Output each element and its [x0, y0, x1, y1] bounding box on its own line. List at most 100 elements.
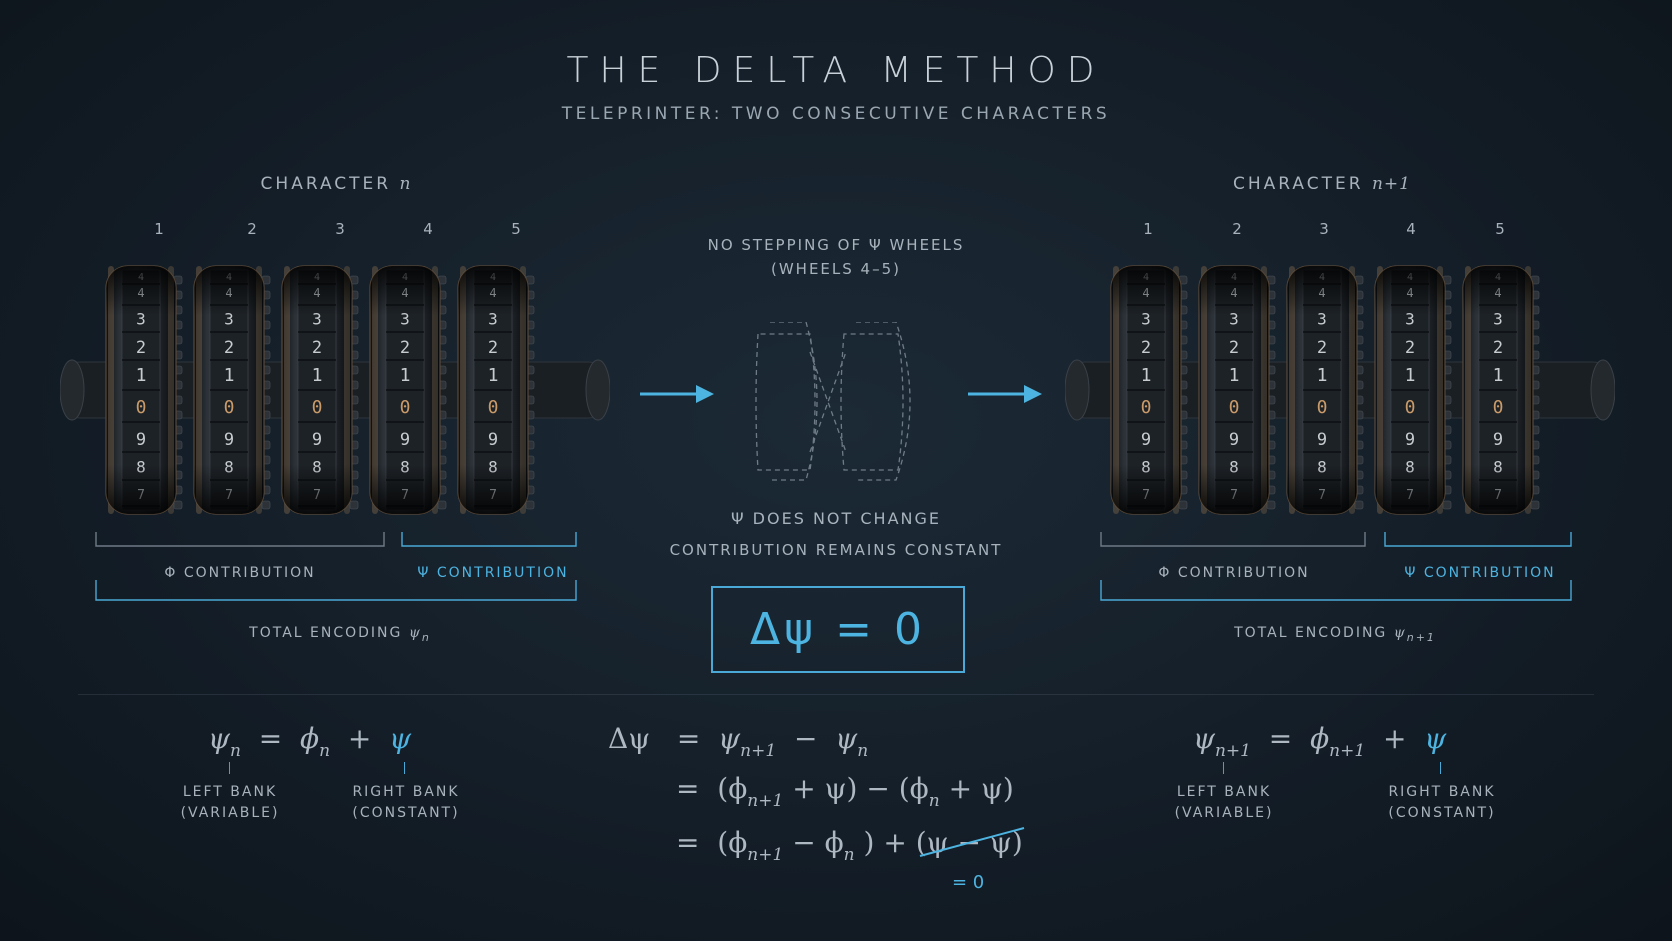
- left-heading-text: CHARACTER: [260, 174, 392, 194]
- cipher-wheel: 443210987: [1198, 265, 1276, 515]
- label-line: LEFT BANK: [182, 784, 278, 800]
- left-total-sub: n: [421, 630, 431, 644]
- wheel-number-3: 3: [335, 220, 345, 238]
- left-psi-contribution: Ψ CONTRIBUTION: [417, 565, 569, 581]
- eq-sub: n+1: [740, 741, 777, 761]
- right-heading-text: CHARACTER: [1233, 174, 1364, 194]
- center-equation-line-2: = (ϕn+1 + ψ) − (ϕn + ψ): [676, 772, 1014, 811]
- right-equation: ψn+1 = ϕn+1 + ψ: [1193, 722, 1446, 761]
- left-tick: [1223, 762, 1224, 774]
- eq-term: ) +: [863, 826, 907, 859]
- right-bank-constant-label: RIGHT BANK (CONSTANT): [1372, 782, 1512, 824]
- cipher-wheel: 443210987: [369, 265, 447, 515]
- eq-term: (ϕ: [717, 772, 748, 805]
- right-wheel-bank: 4432109874432109874432109874432109874432…: [1065, 265, 1615, 515]
- wheel-number-2: 2: [1232, 220, 1242, 238]
- left-character-heading: CHARACTER n: [136, 174, 536, 194]
- wheel-number-5: 5: [1495, 220, 1505, 238]
- no-stepping-note: NO STEPPING OF Ψ WHEELS: [707, 236, 965, 254]
- eq-delta-psi: Δψ: [608, 722, 651, 755]
- no-stepping-wheels: (WHEELS 4–5): [770, 260, 901, 278]
- label-line: RIGHT BANK: [352, 784, 460, 800]
- left-total-sym: ψ: [408, 625, 422, 641]
- right-bank-constant-label: RIGHT BANK (CONSTANT): [336, 782, 476, 824]
- label-line: (CONSTANT): [352, 805, 460, 821]
- page-title: THE DELTA METHOD: [566, 50, 1106, 91]
- cipher-wheel: 443210987: [1110, 265, 1188, 515]
- arrow-right-icon: [968, 385, 1042, 403]
- wheel-number-5: 5: [511, 220, 521, 238]
- label-line: RIGHT BANK: [1388, 784, 1496, 800]
- eq-psi-const: ψ: [389, 722, 412, 755]
- ghost-wheels-icon: [755, 322, 911, 481]
- page-subtitle: TELEPRINTER: TWO CONSECUTIVE CHARACTERS: [561, 104, 1111, 124]
- eq-psi: ψ: [208, 722, 230, 755]
- cancelled-term: (ψ − ψ): [916, 826, 1024, 859]
- eq-equals: =: [1268, 722, 1293, 755]
- label-line: (CONSTANT): [1388, 805, 1496, 821]
- eq-term: − ϕ: [792, 826, 844, 859]
- eq-psi: ψ: [1193, 722, 1215, 755]
- eq-sub: n+1: [1214, 741, 1251, 761]
- eq-sub: n+1: [747, 791, 784, 811]
- right-psi-contribution: Ψ CONTRIBUTION: [1404, 565, 1556, 581]
- delta-result-box: Δψ = 0: [711, 586, 965, 673]
- arrow-right-icon: [640, 385, 714, 403]
- wheel-number-1: 1: [154, 220, 164, 238]
- eq-phi: ϕ: [300, 722, 320, 755]
- right-total-sym: ψ: [1393, 625, 1407, 641]
- cipher-wheel: 443210987: [1462, 265, 1540, 515]
- eq-equals: =: [258, 722, 283, 755]
- eq-sub: n: [928, 791, 940, 811]
- left-tick: [229, 762, 230, 774]
- right-total-label: TOTAL ENCODING: [1234, 625, 1388, 641]
- cipher-wheel: 443210987: [1286, 265, 1364, 515]
- eq-equals: =: [676, 772, 700, 805]
- contribution-constant-note: CONTRIBUTION REMAINS CONSTANT: [669, 541, 1003, 559]
- left-total-label: TOTAL ENCODING: [249, 625, 403, 641]
- strikethrough-icon: [919, 827, 1024, 857]
- axle-end: [585, 359, 610, 421]
- left-phi-contribution: Φ CONTRIBUTION: [164, 565, 316, 581]
- left-equation: ψn = ϕn + ψ: [208, 722, 411, 761]
- axle-end: [1065, 359, 1090, 421]
- right-tick: [404, 762, 405, 774]
- cipher-wheel: 443210987: [193, 265, 271, 515]
- eq-sub: n+1: [1329, 741, 1366, 761]
- eq-plus: +: [1383, 722, 1407, 755]
- left-bank-brackets: [95, 532, 577, 601]
- psi-no-change-note: Ψ DOES NOT CHANGE: [731, 509, 941, 528]
- cancel-zero: = 0: [952, 872, 985, 893]
- eq-psi: ψ: [718, 722, 741, 755]
- right-total-sub: n+1: [1406, 630, 1436, 644]
- eq-psi-const: ψ: [1424, 722, 1447, 755]
- eq-plus: +: [347, 722, 372, 755]
- left-bank-variable-label: LEFT BANK (VARIABLE): [160, 782, 300, 824]
- eq-psi: ψ: [835, 722, 858, 755]
- label-line: (VARIABLE): [1174, 805, 1274, 821]
- left-total-encoding: TOTAL ENCODING ψn: [200, 625, 480, 644]
- eq-equals: =: [676, 826, 700, 859]
- right-heading-var: n+1: [1371, 174, 1411, 194]
- right-phi-contribution: Φ CONTRIBUTION: [1158, 565, 1310, 581]
- axle-end: [1590, 359, 1615, 421]
- eq-sub: n+1: [747, 845, 784, 865]
- cipher-wheel: 443210987: [281, 265, 359, 515]
- eq-sub: n: [229, 741, 241, 761]
- right-tick: [1440, 762, 1441, 774]
- right-bank-brackets: [1100, 532, 1572, 601]
- right-total-encoding: TOTAL ENCODING ψn+1: [1190, 625, 1480, 644]
- eq-sub: n: [843, 845, 855, 865]
- eq-sub: n: [319, 741, 331, 761]
- wheel-number-2: 2: [247, 220, 257, 238]
- eq-term: (ϕ: [717, 826, 748, 859]
- eq-term: + ψ): [948, 772, 1014, 805]
- eq-sub: n: [857, 741, 869, 761]
- eq-minus: −: [793, 722, 818, 755]
- left-heading-var: n: [399, 174, 412, 194]
- cipher-wheel: 443210987: [1374, 265, 1452, 515]
- center-equation-line-1: Δψ = ψn+1 − ψn: [608, 722, 868, 761]
- label-line: LEFT BANK: [1176, 784, 1272, 800]
- left-wheel-bank: 4432109874432109874432109874432109874432…: [60, 265, 610, 515]
- right-character-heading: CHARACTER n+1: [1122, 174, 1522, 194]
